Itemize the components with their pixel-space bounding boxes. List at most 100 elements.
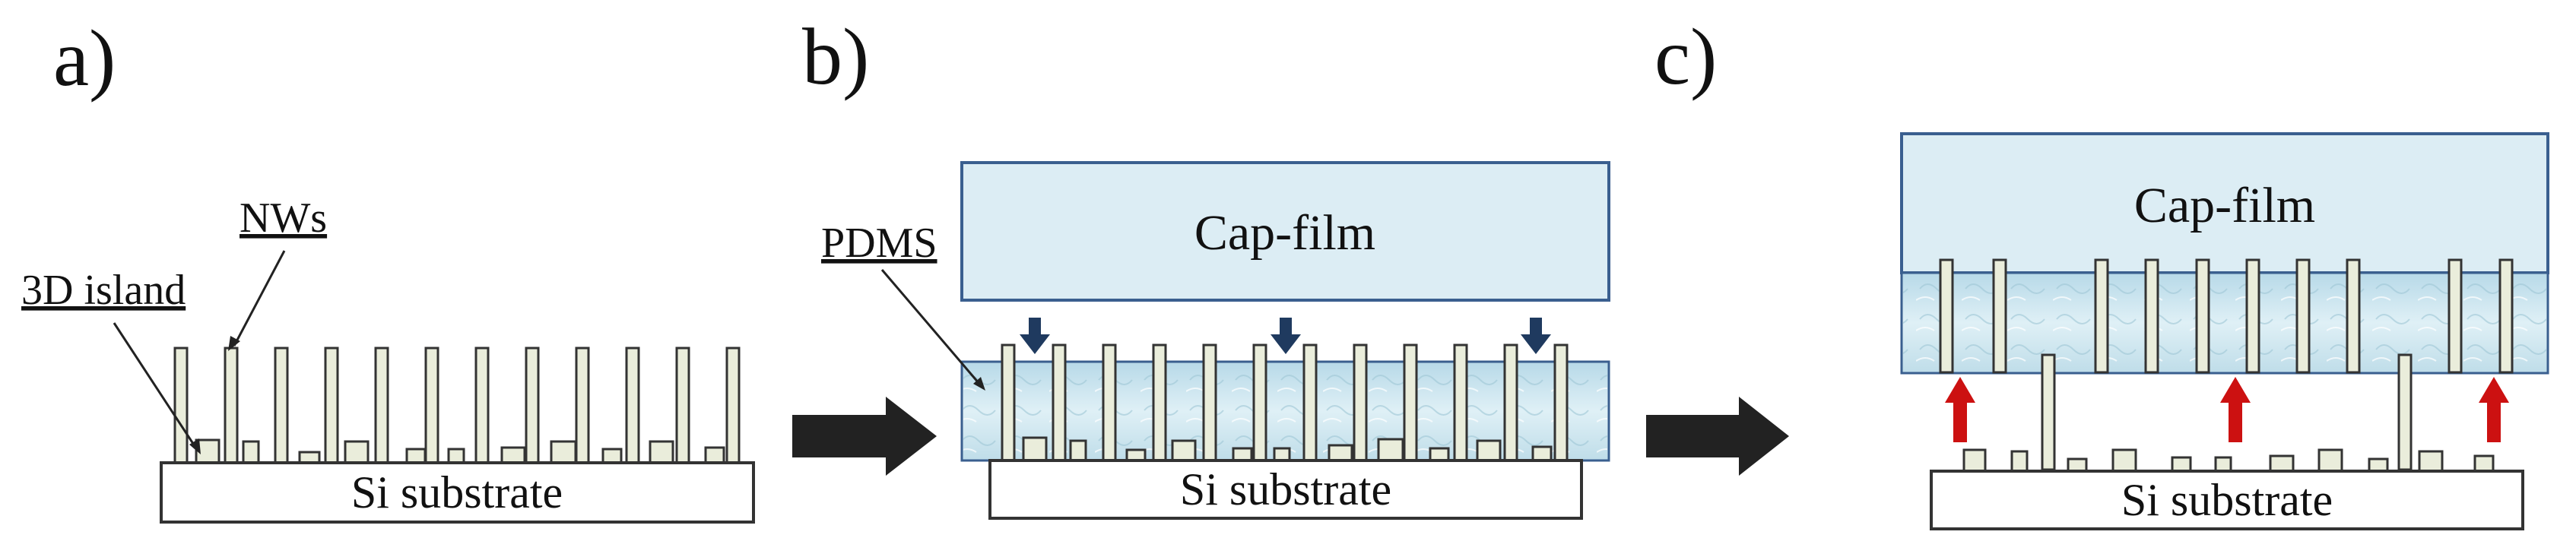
nanowire [173, 347, 189, 464]
nanowire [1403, 343, 1418, 462]
island [649, 440, 674, 464]
island [1962, 448, 1987, 473]
island [2111, 448, 2137, 473]
panel-b-substrate-label: Si substrate [1180, 464, 1391, 514]
island-pointer-head [189, 438, 201, 454]
nanowire [1052, 343, 1067, 462]
island [1377, 438, 1404, 462]
nanowire [2346, 258, 2361, 374]
nanowire [2094, 258, 2109, 374]
down-arrow-icon [1020, 318, 1050, 354]
nanowire [324, 347, 339, 464]
nanowire [1152, 343, 1167, 462]
nanowire [224, 347, 239, 464]
nanowire [1503, 343, 1518, 462]
panel-c-label: c) [1654, 12, 1717, 101]
panel-a-label: a) [53, 14, 116, 103]
island [298, 451, 321, 464]
panel-c-capfilm-label: Cap-film [2134, 178, 2315, 233]
up-arrow-icon [2479, 377, 2509, 442]
nanowire [374, 347, 389, 464]
up-arrow-icon [1945, 377, 1975, 442]
nws-pointer-head [228, 336, 240, 351]
panel-b-nanowires [1001, 343, 1569, 462]
panel-c-remaining-nanowires [2041, 353, 2413, 471]
nanowire [1102, 343, 1117, 462]
nanowire [1202, 343, 1217, 462]
down-arrow-icon [1271, 318, 1301, 354]
island [1273, 447, 1291, 462]
panel-c-capfilm [1900, 132, 2549, 274]
nanowire [1939, 258, 1954, 374]
panel-b-substrate [988, 459, 1583, 520]
nanowire [1353, 343, 1368, 462]
island [1022, 436, 1048, 462]
panel-c-transferred-nanowires [1939, 258, 2514, 374]
right-arrow-icon [1646, 397, 1789, 476]
island [550, 440, 577, 464]
pdms-label: PDMS [821, 220, 937, 267]
island [1069, 439, 1087, 462]
panel-a: a) Si substrate NWs 3D island [21, 14, 755, 524]
nanowire [1453, 343, 1468, 462]
island-pointer [113, 322, 198, 449]
panel-a-substrate-label: Si substrate [351, 467, 563, 517]
panel-b-capfilm-label: Cap-film [1194, 205, 1375, 261]
nanowire [525, 347, 540, 464]
nanowire [2295, 258, 2311, 374]
nanowire [2195, 258, 2210, 374]
nanowire [2397, 353, 2413, 471]
island [704, 446, 725, 464]
island [2317, 448, 2343, 473]
nanowire [575, 347, 590, 464]
nanowire [1992, 258, 2007, 374]
panel-a-nanowires [173, 347, 741, 464]
island [2368, 457, 2389, 473]
panel-c-pdms-texture [1903, 274, 2546, 372]
panel-b-capfilm [960, 161, 1610, 302]
nanowire [675, 347, 690, 464]
island [500, 446, 526, 464]
up-arrow-icon [2220, 377, 2251, 442]
island [1531, 445, 1553, 462]
island [1429, 447, 1450, 462]
island [344, 440, 370, 464]
island-label: 3D island [21, 267, 186, 314]
nanowire [474, 347, 490, 464]
nanowire [2245, 258, 2260, 374]
nanowire [2498, 258, 2514, 374]
panel-b: b) Cap-film Si substrate PDMS [802, 12, 1610, 520]
pdms-pointer-head [973, 377, 985, 391]
right-arrow-icon [792, 397, 937, 476]
island [2171, 456, 2192, 473]
nanowire [1553, 343, 1569, 462]
nws-pointer [233, 250, 286, 347]
panel-c: c) Cap-film Si substrate [1654, 12, 2549, 530]
island [242, 440, 260, 464]
island [1171, 439, 1197, 462]
island [1476, 439, 1502, 462]
island [2269, 454, 2295, 473]
panel-b-press-arrows [1020, 318, 1551, 354]
nanowire [1252, 343, 1267, 462]
nws-label: NWs [240, 195, 327, 242]
nanowire [1302, 343, 1318, 462]
panel-c-substrate [1930, 470, 2524, 530]
island [2010, 450, 2029, 473]
island [1125, 448, 1147, 462]
nanowire [625, 347, 640, 464]
island [1232, 447, 1253, 462]
nanowire [725, 347, 741, 464]
nanowire [274, 347, 289, 464]
island [2067, 457, 2088, 473]
panel-c-substrate-label: Si substrate [2121, 475, 2333, 525]
pdms-pointer [880, 269, 981, 385]
island [405, 448, 427, 464]
nanowire [1001, 343, 1016, 462]
panel-a-substrate [160, 461, 755, 524]
island [2418, 450, 2444, 473]
nanowire [2144, 258, 2159, 374]
island [2214, 456, 2232, 473]
island [1328, 444, 1353, 462]
